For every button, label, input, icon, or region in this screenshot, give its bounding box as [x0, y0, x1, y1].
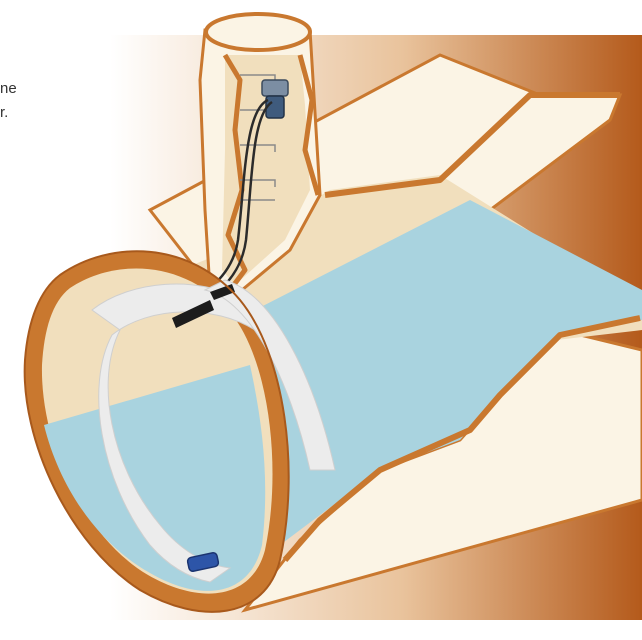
level-sensor-icon: [262, 80, 288, 118]
caption-fragment-2: r.: [0, 104, 8, 122]
caption-fragment-1: ne: [0, 80, 17, 98]
manhole-rim: [206, 14, 310, 50]
